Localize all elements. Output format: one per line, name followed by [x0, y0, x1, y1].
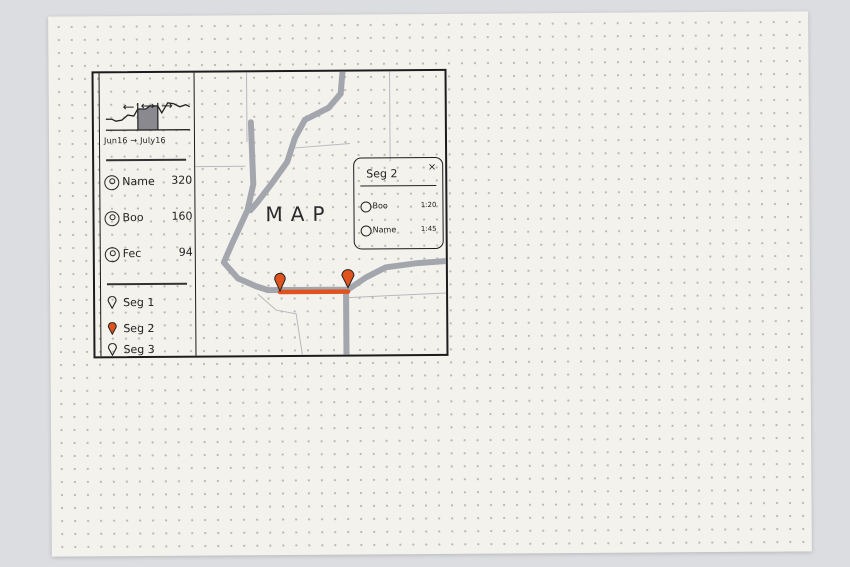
map-area[interactable]: MAP Seg 2 × Boo 1:20 Name 1:45: [195, 70, 447, 356]
user-count: 320: [171, 173, 193, 187]
user-name: Name: [122, 174, 155, 189]
map-placeholder-title: MAP: [265, 201, 333, 227]
popup-user-name: Name: [372, 225, 397, 235]
popup-divider: [360, 184, 437, 187]
segment-label: Seg 2: [123, 321, 155, 336]
chart-line: [105, 102, 191, 122]
segment-row-1[interactable]: Seg 1: [107, 295, 187, 312]
user-count: 94: [178, 245, 193, 259]
popup-user-name: Boo: [372, 201, 388, 211]
chart-range-right-arrow[interactable]: [161, 103, 173, 109]
paper-sheet: Jun16 → July16 Name 320 Boo 160 Fec 94 S…: [48, 11, 812, 557]
segment-end-pin[interactable]: [341, 269, 355, 289]
close-icon[interactable]: ×: [427, 161, 437, 174]
segment-row-3[interactable]: Seg 3: [107, 342, 187, 357]
thin-road: [257, 293, 303, 356]
main-road: [247, 70, 346, 214]
chart-range-left-arrow[interactable]: [123, 104, 134, 110]
segment-start-pin[interactable]: [274, 272, 286, 293]
thin-road: [389, 71, 391, 162]
sidebar-divider-bottom: [106, 282, 187, 285]
map-roads: [195, 70, 447, 356]
user-name: Boo: [122, 210, 144, 225]
user-avatar-icon: [104, 211, 120, 227]
thin-road: [348, 292, 447, 299]
user-row-boo[interactable]: Boo 160: [104, 209, 193, 229]
popup-row-name[interactable]: Name 1:45: [360, 224, 437, 239]
segment-label: Seg 1: [123, 295, 155, 310]
segment-row-2[interactable]: Seg 2: [107, 321, 187, 338]
popup-user-time: 1:20: [420, 200, 437, 210]
map-pin-icon: [108, 343, 117, 357]
user-row-fec[interactable]: Fec 94: [104, 245, 193, 265]
main-road: [220, 119, 447, 294]
chart-selected-range: [137, 105, 158, 131]
popup-user-time: 1:45: [420, 224, 437, 234]
user-avatar-icon: [104, 247, 120, 263]
sidebar: Jun16 → July16 Name 320 Boo 160 Fec 94 S…: [98, 72, 197, 357]
user-row-name[interactable]: Name 320: [104, 174, 192, 193]
chart-baseline: [105, 129, 190, 131]
sidebar-divider-top: [106, 158, 187, 161]
user-avatar-icon: [104, 175, 120, 191]
user-avatar-icon: [360, 225, 372, 237]
user-avatar-icon: [360, 201, 372, 213]
app-window-sketch: Jun16 → July16 Name 320 Boo 160 Fec 94 S…: [91, 68, 449, 359]
segment-popup: Seg 2 × Boo 1:20 Name 1:45: [353, 156, 444, 250]
user-name: Fec: [122, 247, 142, 261]
popup-title: Seg 2: [366, 167, 398, 181]
segment-label: Seg 3: [123, 342, 155, 357]
user-count: 160: [171, 209, 193, 223]
thin-road: [295, 143, 351, 149]
activity-chart[interactable]: [102, 73, 194, 136]
popup-row-boo[interactable]: Boo 1:20: [360, 200, 436, 215]
map-pin-icon: [107, 296, 117, 310]
map-pin-active-icon: [107, 322, 117, 336]
date-range-label: Jun16 → July16: [103, 135, 166, 146]
chart-range-mid-arrow: [141, 103, 155, 109]
